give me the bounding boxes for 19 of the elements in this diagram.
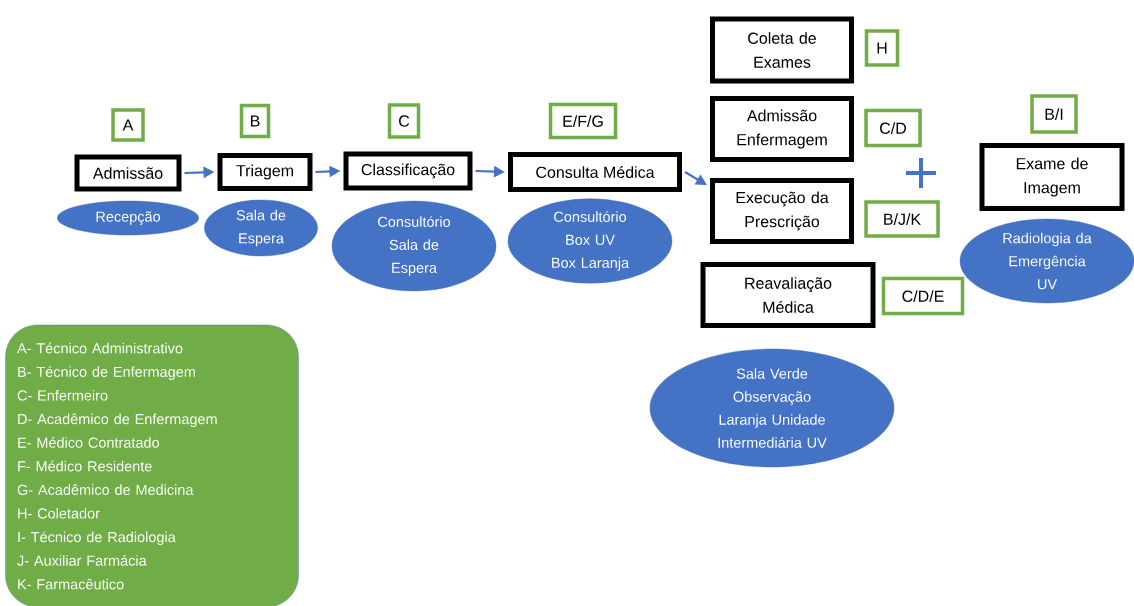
role-letter-box: B xyxy=(239,103,271,139)
role-letter-box: B/I xyxy=(1030,94,1078,134)
role-letter-box: E/F/G xyxy=(548,102,618,140)
role-letter-box: C/D xyxy=(864,108,922,148)
role-letter-box: C xyxy=(387,103,421,139)
process-box: Coleta de Exames xyxy=(710,16,854,84)
process-box: Consulta Médica xyxy=(508,152,682,192)
role-letter-box: B/J/K xyxy=(864,200,940,238)
process-box: Classificação xyxy=(343,151,473,191)
role-letter-box: H xyxy=(864,29,900,67)
role-key-box: A- Técnico Administrativo B- Técnico de Enfermagem C- Enfermeiro D- Acadêmico de Enfermagem E- Médico Contratado F- Médico Residente G- Acadêmico de Medicina H- Coletador I- Técnico de Radiologia J- Auxiliar Farmácia K- Farmacêutico xyxy=(5,324,299,606)
role-letter-box: A xyxy=(111,108,145,142)
process-box: Admissão xyxy=(74,154,182,192)
process-box: Reavaliação Médica xyxy=(700,262,876,328)
process-box: Exame de Imagem xyxy=(979,143,1125,211)
role-letter-box: C/D/E xyxy=(881,276,965,316)
process-box: Execução da Prescrição xyxy=(710,178,854,244)
process-box: Admissão Enfermagem xyxy=(710,96,854,162)
process-box: Triagem xyxy=(217,153,313,191)
